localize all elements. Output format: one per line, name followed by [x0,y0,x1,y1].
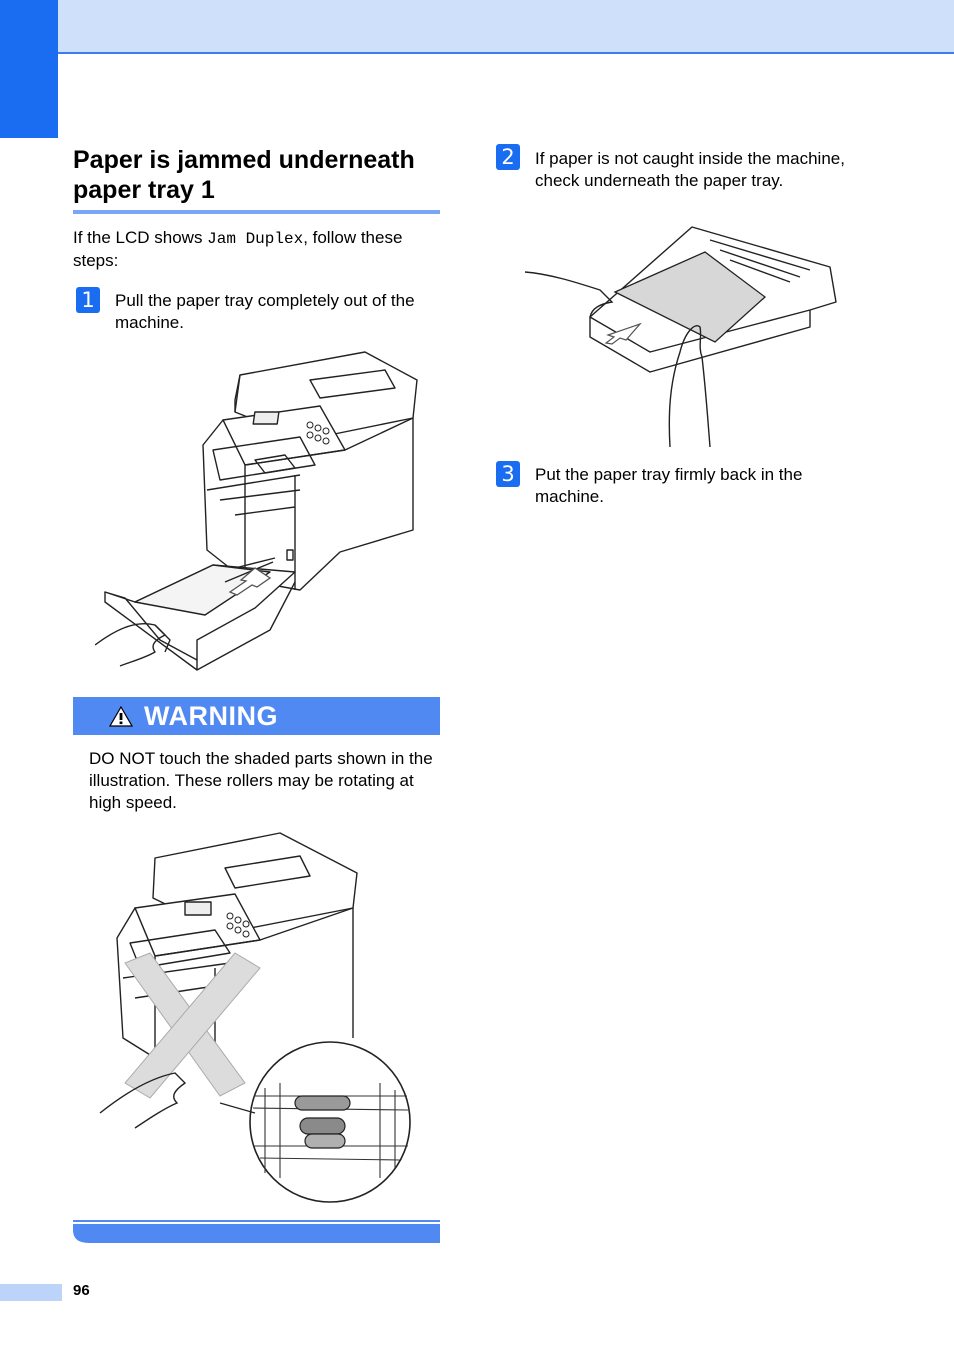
header-band [58,0,954,54]
chapter-tab [0,0,58,138]
warning-triangle-icon [109,706,133,727]
step-2-text: If paper is not caught inside the machin… [535,149,845,190]
step-3-badge: 3 [496,461,520,487]
rollers-warning-illustration [99,832,411,1203]
page-number: 96 [73,1282,90,1299]
warning-banner: WARNING [73,697,440,735]
section-title: Paper is jammed underneath paper tray 1 [73,146,415,204]
step-2-badge: 2 [496,144,520,170]
warning-text: DO NOT touch the shaded parts shown in t… [89,749,433,812]
warning-label: WARNING [144,701,278,731]
paper-under-tray-illustration [524,226,837,447]
title-underline [73,210,440,214]
lcd-message: Jam Duplex [207,230,304,248]
footer-tab [0,1284,62,1301]
step-3-text: Put the paper tray firmly back in the ma… [535,465,803,506]
step-1-text: Pull the paper tray completely out of th… [115,291,415,332]
printer-tray-out-illustration [95,351,418,671]
intro-before: If the LCD shows [73,228,208,247]
warning-end-bar [73,1220,440,1243]
intro-after: , follow these steps: [73,228,403,270]
step-1-badge: 1 [76,287,100,313]
intro-text: If the LCD shows Jam Duplex, follow thes… [73,227,443,272]
